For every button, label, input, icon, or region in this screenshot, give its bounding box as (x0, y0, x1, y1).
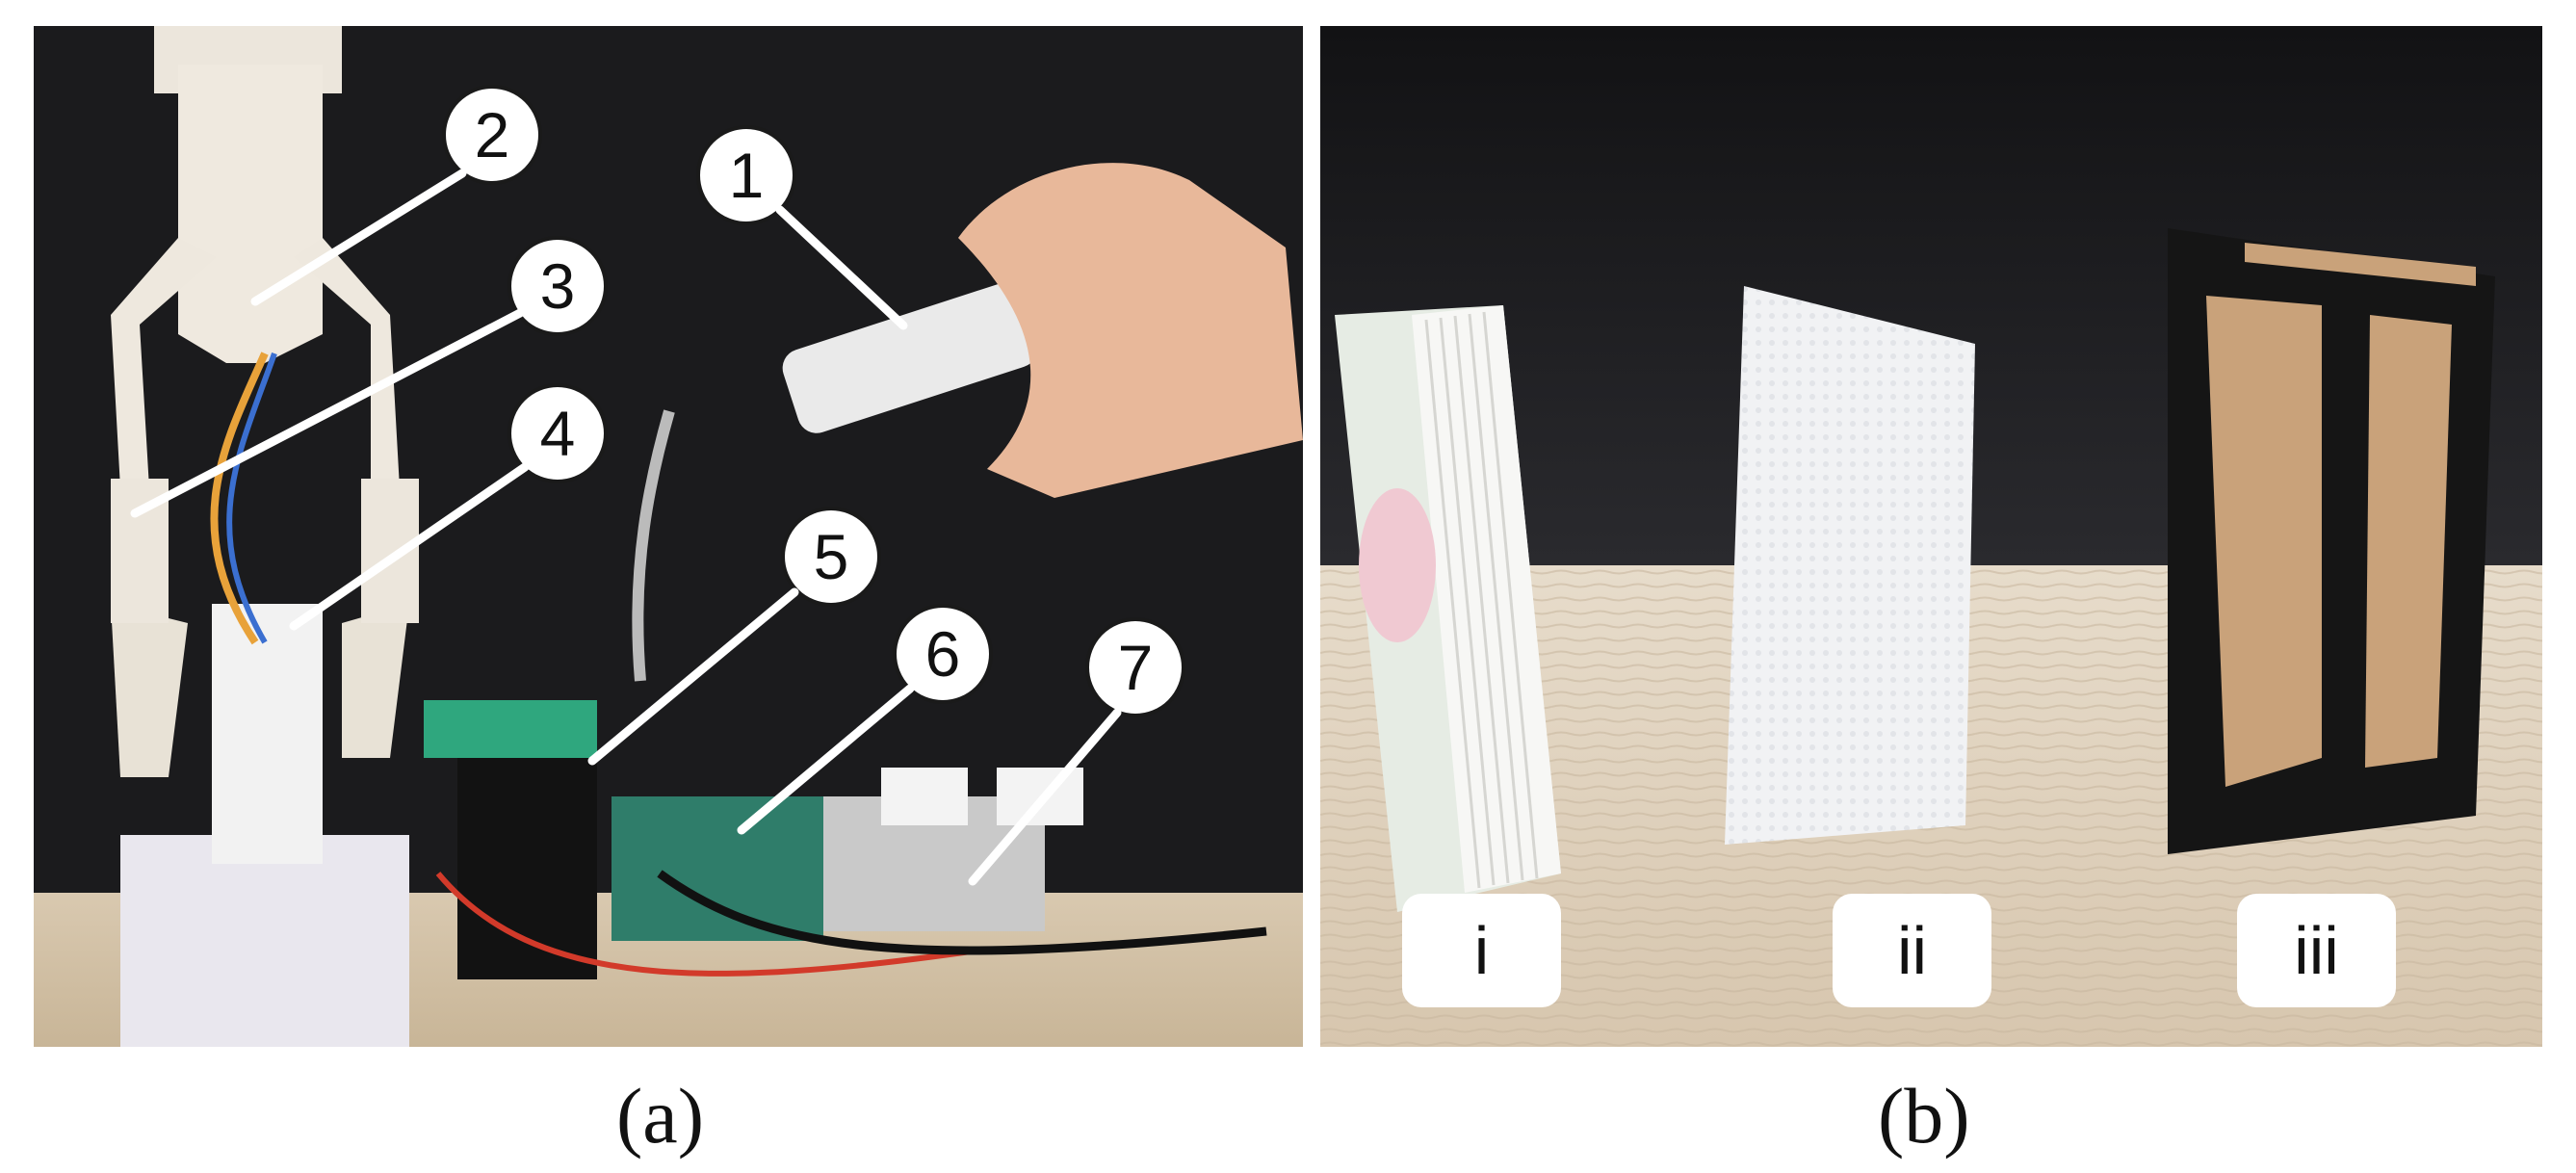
panel-a-photo (34, 26, 1303, 1047)
label-iii: iii (2237, 894, 2396, 1007)
held-object (212, 604, 323, 864)
white-box (120, 835, 409, 1047)
sensor-glove (782, 283, 1038, 433)
label-i: i (1402, 894, 1561, 1007)
caption-b: (b) (1878, 1072, 1970, 1160)
control-board (611, 796, 823, 941)
callout-7: 7 (1085, 617, 1185, 717)
callout-2: 2 (442, 85, 542, 185)
caption-a: (a) (616, 1072, 705, 1160)
label-ii: ii (1833, 894, 1991, 1007)
callout-6: 6 (893, 604, 993, 704)
hand (958, 163, 1303, 498)
foam-block (1725, 286, 1975, 845)
gripper-setup-illustration (34, 26, 1303, 1047)
callout-4: 4 (507, 383, 608, 483)
callout-3: 3 (507, 236, 608, 336)
